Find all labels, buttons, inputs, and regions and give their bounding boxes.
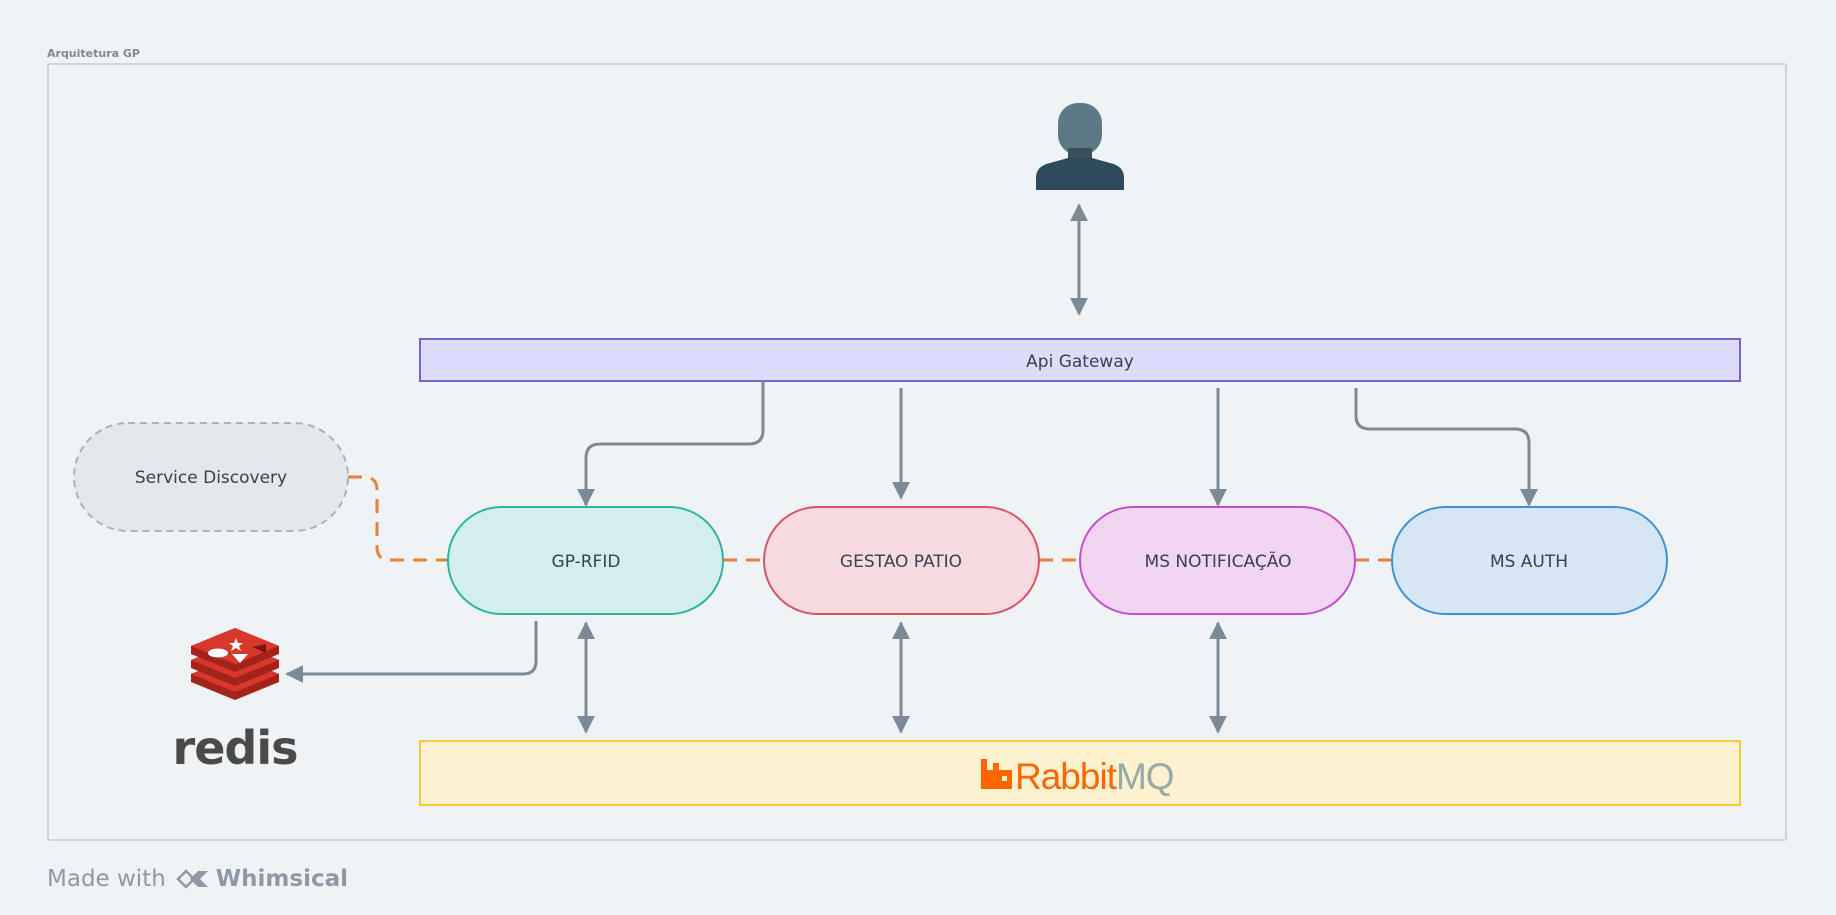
rabbitmq-node[interactable]: RabbitMQ [419,740,1741,806]
gestao-patio-label: GESTAO PATIO [840,552,962,572]
diagram-frame [47,63,1787,841]
whimsical-logo [176,869,208,889]
arrow-gateway-gp-rfid [577,381,765,507]
ms-notificacao-node[interactable]: MS NOTIFICAÇÃO [1079,506,1356,615]
service-discovery-label: Service Discovery [135,468,287,488]
gp-rfid-node[interactable]: GP-RFID [447,506,724,615]
svg-text:RabbitMQ: RabbitMQ [1015,756,1174,797]
ms-auth-node[interactable]: MS AUTH [1391,506,1668,615]
api-gateway-node[interactable]: Api Gateway [419,338,1741,382]
rabbitmq-text-rabbit: Rabbit [1015,756,1118,797]
user-icon[interactable] [1036,103,1124,190]
ms-notificacao-label: MS NOTIFICAÇÃO [1145,550,1292,572]
ms-auth-label: MS AUTH [1490,552,1568,572]
api-gateway-label: Api Gateway [1026,352,1134,372]
arrow-gp-rfid-redis [285,621,538,683]
gp-rfid-label: GP-RFID [552,552,621,572]
footer[interactable]: Made with Whimsical [47,866,348,892]
service-discovery-node[interactable]: Service Discovery [73,422,349,532]
frame-title: Arquitetura GP [47,47,140,60]
rabbitmq-text-mq: MQ [1116,756,1174,797]
gestao-patio-node[interactable]: GESTAO PATIO [763,506,1040,615]
redis-label: redis [173,721,298,775]
redis-logo[interactable]: redis [173,628,298,775]
rabbitmq-logo: RabbitMQ [981,756,1175,797]
footer-brand: Whimsical [215,866,349,892]
arrow-gateway-ms-auth [1354,388,1538,507]
link-service-discovery-gp-rfid [348,475,447,562]
footer-prefix: Made with [47,866,166,892]
